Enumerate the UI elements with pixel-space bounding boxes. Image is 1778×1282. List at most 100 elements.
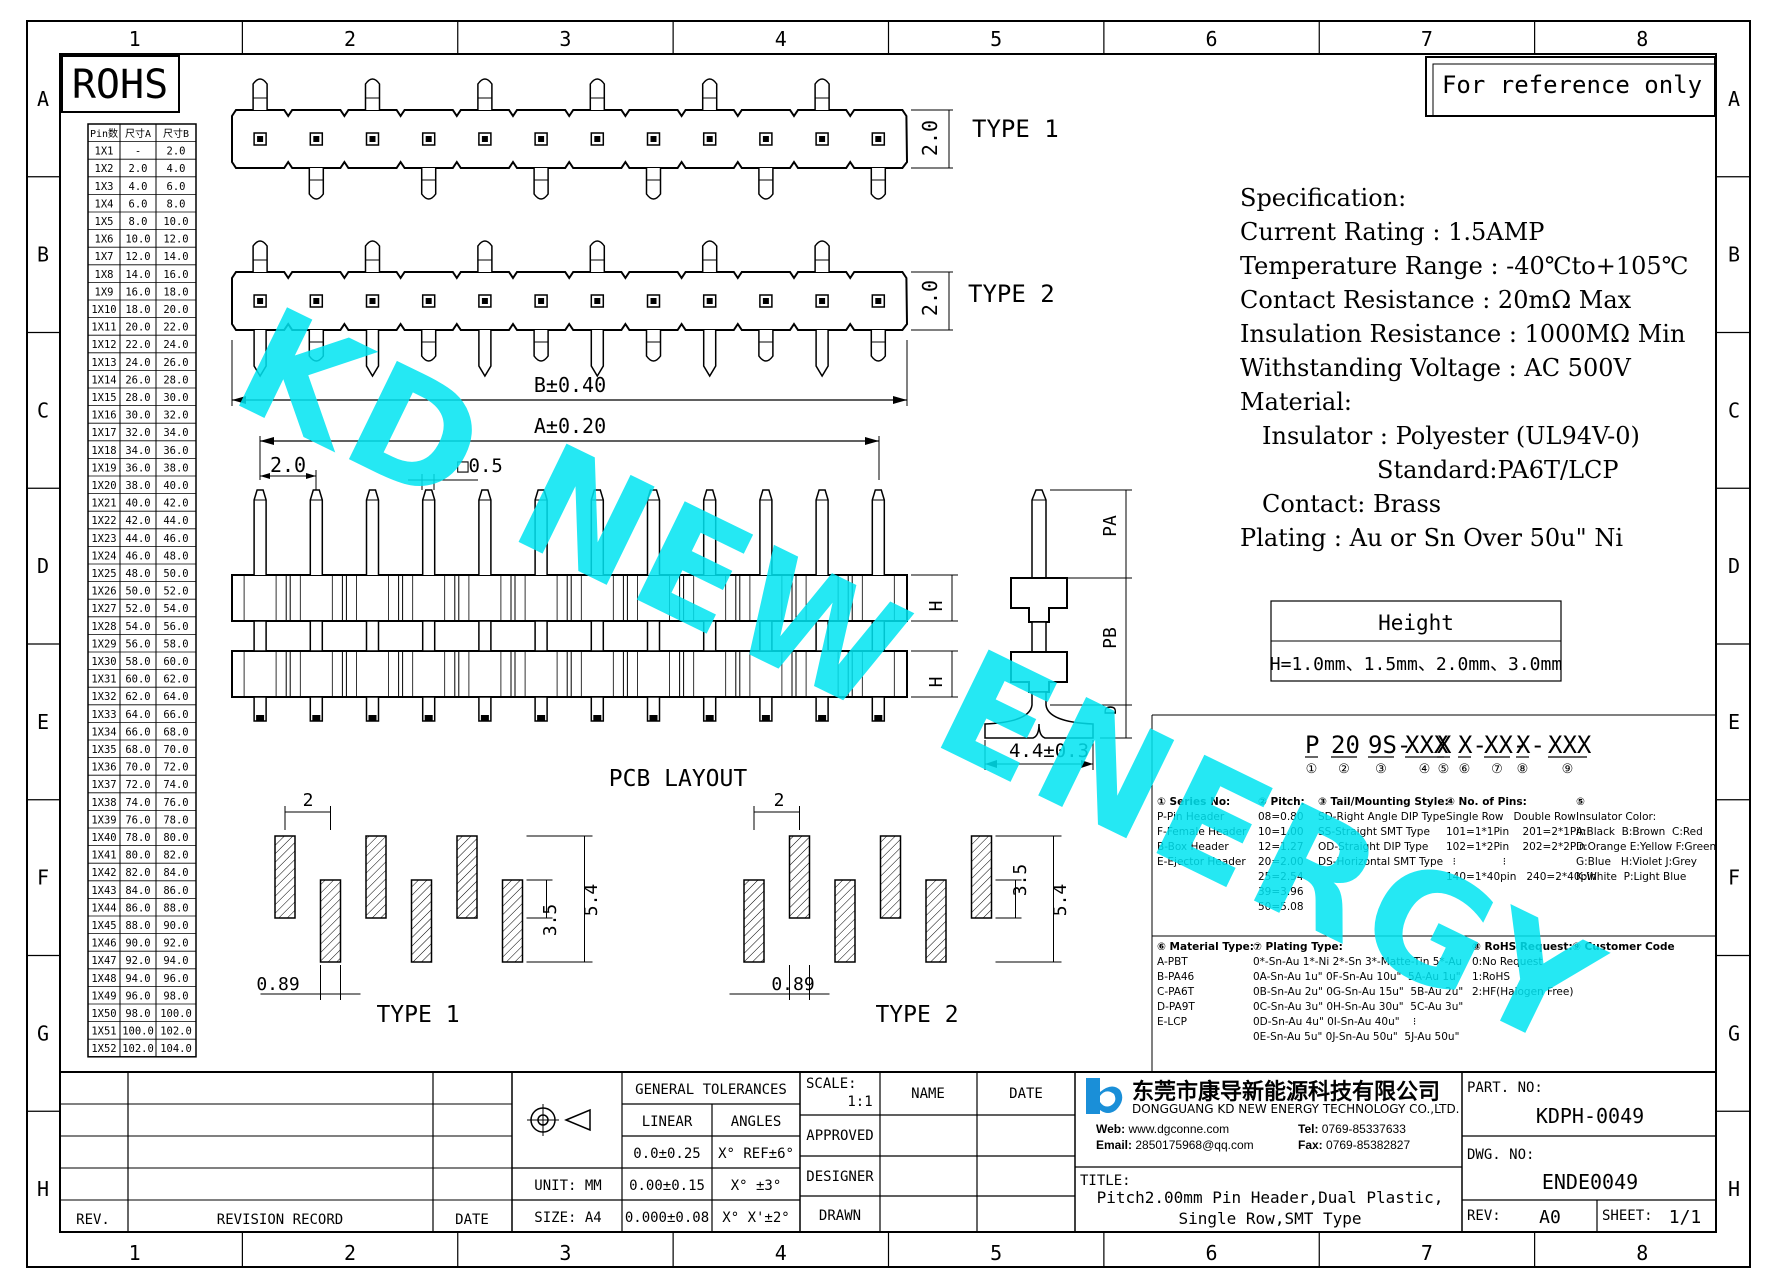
frame-col-label-top: 8 (1636, 27, 1648, 51)
frame-row-label-right: A (1728, 87, 1740, 111)
general-tolerances-header: GENERAL TOLERANCES (635, 1082, 787, 1098)
spec-current: Current Rating : 1.5AMP (1240, 218, 1545, 246)
pin-mid (253, 620, 267, 652)
frame-col-label-bottom: 7 (1421, 1241, 1433, 1265)
pin-table-cell: 1X30 (91, 656, 116, 668)
smt-lead (870, 168, 887, 200)
tolerance-angle-1: X° REF±6° (718, 1146, 794, 1162)
tolerance-linear-2: 0.00±0.15 (629, 1178, 705, 1194)
pin-table-cell: 14.0 (125, 269, 150, 281)
pin-table-cell: 1X31 (91, 674, 116, 686)
company-name-cn: 东莞市康导新能源科技有限公司 (1132, 1080, 1441, 1105)
pin-table-cell: 1X36 (91, 762, 116, 774)
pcb2-dim-089: 0.89 (771, 974, 814, 995)
pin-table-cell: 74.0 (125, 797, 150, 809)
frame-col-label-bottom: 3 (559, 1241, 571, 1265)
pin-table-cell: 90.0 (163, 920, 188, 932)
pin-square (702, 294, 717, 308)
company-tel: Tel: 0769-85337633 (1298, 1122, 1406, 1136)
side-view (984, 489, 1132, 770)
legend-line: 0C-Sn-Au 3u" 0H-Sn-Au 30u" 5C-Au 3u" (1253, 1001, 1464, 1013)
pin-table-cell: 58.0 (163, 638, 188, 650)
frame-col-label-bottom: 5 (990, 1241, 1002, 1265)
pcb1-dim-54: 5.4 (581, 884, 602, 917)
pin-table-cell: 1X42 (91, 867, 116, 879)
legend-line: Insulator Color: (1576, 811, 1657, 823)
pcb1-dim-089: 0.89 (256, 974, 299, 995)
pin-table-cell: 1X19 (91, 462, 116, 474)
legend-line: E-Ejector Header (1157, 856, 1246, 868)
linear-header: LINEAR (642, 1114, 693, 1130)
pin-table-header: Pin数 (90, 127, 118, 140)
frame-col-label-bottom: 8 (1636, 1241, 1648, 1265)
spec-voltage: Withstanding Voltage : AC 500V (1240, 354, 1631, 382)
part-code-marker: ⑥ (1459, 762, 1471, 777)
pin-square (478, 132, 492, 146)
header-body-outline (231, 109, 909, 169)
smt-lead (814, 240, 830, 272)
lower-insulator (231, 650, 908, 698)
pin-table-cell: 76.0 (125, 814, 150, 826)
pin-square (702, 132, 717, 146)
smt-lead (758, 330, 774, 362)
pin-table-cell: 54.0 (163, 603, 188, 615)
dip-lead (478, 330, 492, 378)
legend-line: K:White P:Light Blue (1576, 871, 1687, 883)
pin-table-cell: 62.0 (163, 674, 188, 686)
dim-pitch: 2.0 (270, 453, 306, 477)
legend-line: 10=1.00 (1258, 826, 1304, 838)
legend-line: 50=5.08 (1258, 901, 1304, 913)
company-logo-icon (1086, 1078, 1123, 1114)
pin-table-cell: 92.0 (163, 938, 188, 950)
pin-square (815, 294, 829, 308)
pin-square (534, 132, 548, 146)
tolerance-linear-3: 0.000±0.08 (625, 1210, 709, 1226)
smt-lead (252, 240, 268, 272)
pin-mid (309, 620, 324, 652)
pin-table-cell: 24.0 (125, 357, 150, 369)
pin-table-cell: 42.0 (125, 515, 150, 527)
tolerance-linear-1: 0.0±0.25 (633, 1146, 700, 1162)
pin-table-cell: 78.0 (125, 832, 150, 844)
legend-line: 25=2.54 (1258, 871, 1304, 883)
pin-table-cell: 2.0 (129, 163, 148, 175)
smt-lead (364, 240, 381, 272)
frame-row-label-right: C (1728, 398, 1740, 422)
pin-table-cell: 1X27 (91, 603, 116, 615)
pin-table-header: 尺寸A (125, 127, 151, 140)
legend-line: ⑥ Material Type: (1157, 941, 1254, 953)
pin-table-cell: 44.0 (125, 533, 150, 545)
spec-temperature: Temperature Range : -40℃to+105℃ (1240, 252, 1689, 280)
sheet-value: 1/1 (1669, 1207, 1702, 1228)
pin-square (534, 294, 548, 308)
legend-line: ⑨ Customer Code (1572, 941, 1675, 953)
frame-row-label-left: F (37, 866, 49, 890)
pin-table-cell: 22.0 (125, 339, 150, 351)
dim-h-bottom: H (926, 677, 947, 688)
spec-title: Specification: (1240, 184, 1407, 212)
approved-label: APPROVED (806, 1128, 873, 1144)
frame-row-label-left: B (37, 243, 49, 267)
smt-lead (589, 240, 606, 272)
pin-table-cell: 6.0 (167, 181, 186, 193)
smt-lead (308, 168, 325, 200)
legend-line: F-Female Header (1157, 826, 1247, 838)
legend-line: B-PA46 (1157, 971, 1195, 983)
legend-line: 0A-Sn-Au 1u" 0F-Sn-Au 10u" 5A-Au 1u" (1253, 971, 1461, 983)
pin-table-cell: 102.0 (160, 1026, 192, 1038)
revision-rev-header: REV. (76, 1212, 110, 1228)
pin-mid (702, 620, 717, 652)
height-title: Height (1378, 611, 1454, 635)
pcb-pad (410, 879, 433, 963)
dip-lead (253, 330, 267, 378)
dim-h-top: H (926, 601, 947, 612)
pin-table-cell: 1X17 (91, 427, 116, 439)
pin-table-cell: 1X15 (91, 392, 116, 404)
spec-insulator: Insulator : Polyester (UL94V-0) (1262, 422, 1640, 450)
pin-table-cell: 1X8 (95, 269, 114, 281)
pin-table-cell: 1X40 (91, 832, 116, 844)
